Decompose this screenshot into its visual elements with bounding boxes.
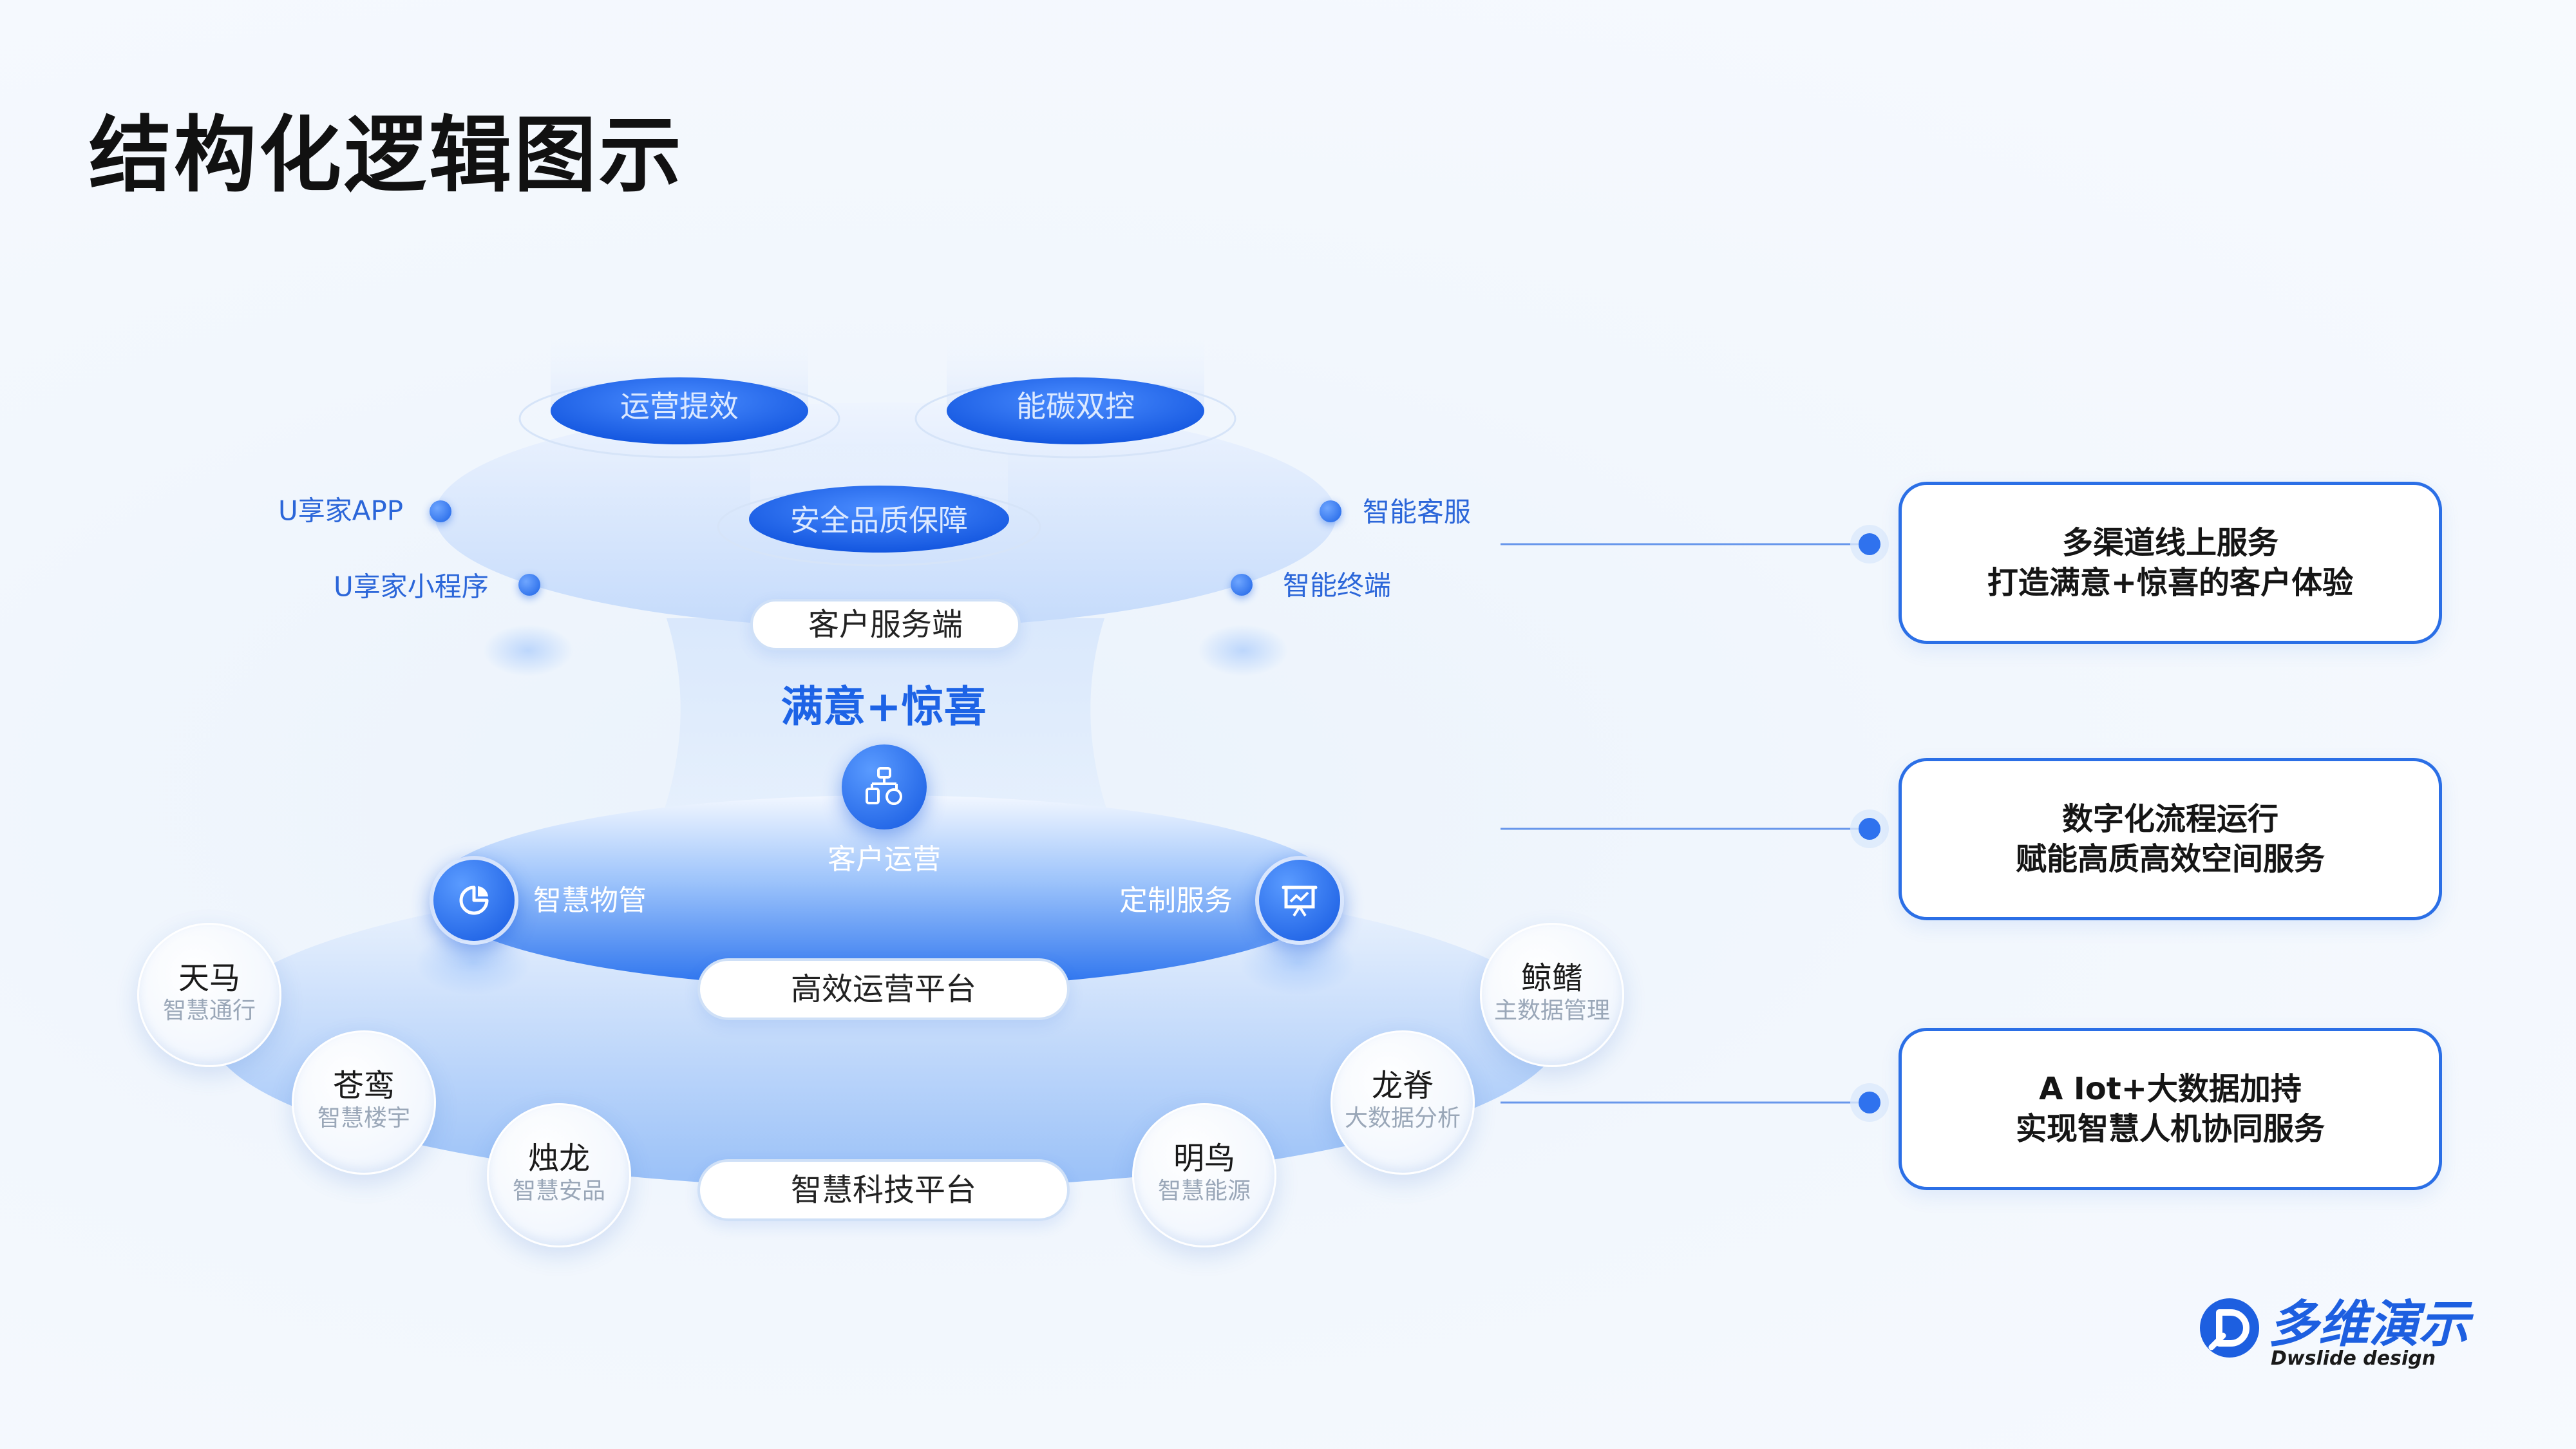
- system-bubble-canglu: 苍鸾 智慧楼宇: [292, 1030, 436, 1175]
- customer-service-bar: 客户服务端: [750, 599, 1021, 650]
- card-line: 实现智慧人机协同服务: [2015, 1111, 2325, 1147]
- ops-platform-bar: 高效运营平台: [697, 958, 1070, 1020]
- dwslide-logo-icon: [2197, 1296, 2262, 1363]
- smart-property-label: 智慧物管: [533, 884, 647, 917]
- logo-sub-text: Dwslide design: [2271, 1347, 2436, 1370]
- info-card-aiot: A Iot+大数据加持 实现智慧人机协同服务: [1899, 1028, 2442, 1190]
- info-card-digital-process: 数字化流程运行 赋能高质高效空间服务: [1899, 758, 2442, 920]
- system-bubble-tianma: 天马 智慧通行: [137, 923, 281, 1067]
- system-bubble-zhulong: 烛龙 智慧安品: [487, 1103, 631, 1247]
- pillar-label-efficiency: 运营提效: [620, 389, 739, 424]
- pillar-label-safety: 安全品质保障: [790, 503, 968, 538]
- channel-dot: [1320, 500, 1341, 522]
- operations-network-icon: [842, 744, 927, 829]
- system-subtitle: 大数据分析: [1344, 1105, 1461, 1132]
- system-name: 明鸟: [1173, 1141, 1235, 1177]
- system-name: 天马: [178, 960, 240, 996]
- card-line: 多渠道线上服务: [2061, 524, 2278, 561]
- system-subtitle: 智慧能源: [1157, 1178, 1251, 1205]
- logo-main-text: 多维演示: [2268, 1296, 2470, 1354]
- system-name: 龙脊: [1371, 1068, 1434, 1104]
- page-title: 结构化逻辑图示: [89, 108, 685, 204]
- channel-dot: [430, 500, 451, 522]
- pie-chart-icon: [430, 856, 518, 945]
- tech-platform-bar: 智慧科技平台: [697, 1159, 1070, 1221]
- system-name: 鲸鳍: [1520, 960, 1583, 996]
- channel-dot: [518, 574, 540, 596]
- custom-service-label: 定制服务: [1119, 884, 1233, 917]
- card-line: 赋能高质高效空间服务: [2015, 841, 2325, 877]
- center-label: 满意+惊喜: [781, 682, 987, 732]
- channel-u-app: U享家APP: [278, 495, 404, 527]
- channel-dot: [1231, 574, 1253, 596]
- presentation-board-icon: [1255, 856, 1344, 945]
- logo-subtitle: Dwslide design: [2271, 1347, 2436, 1370]
- channel-smart-service: 智能客服: [1363, 496, 1472, 528]
- customer-operations-label: 客户运营: [828, 843, 941, 876]
- system-subtitle: 智慧楼宇: [317, 1105, 410, 1132]
- system-bubble-mingniao: 明鸟 智慧能源: [1132, 1103, 1276, 1247]
- channel-smart-terminal: 智能终端: [1283, 569, 1392, 601]
- info-card-online-service: 多渠道线上服务 打造满意+惊喜的客户体验: [1899, 482, 2442, 644]
- card-line: A Iot+大数据加持: [2039, 1070, 2302, 1107]
- system-bubble-longji: 龙脊 大数据分析: [1331, 1030, 1475, 1175]
- system-subtitle: 主数据管理: [1493, 998, 1610, 1025]
- system-bubble-jingqi: 鲸鳍 主数据管理: [1480, 923, 1624, 1067]
- channel-u-miniprogram: U享家小程序: [334, 571, 489, 603]
- logo-wordmark: 多维演示: [2268, 1300, 2469, 1350]
- system-subtitle: 智慧安品: [512, 1178, 605, 1205]
- card-line: 打造满意+惊喜的客户体验: [1987, 565, 2354, 601]
- card-line: 数字化流程运行: [2061, 800, 2278, 837]
- system-name: 烛龙: [527, 1141, 590, 1177]
- system-subtitle: 智慧通行: [162, 998, 256, 1025]
- system-name: 苍鸾: [332, 1068, 395, 1104]
- pillar-label-carbon: 能碳双控: [1016, 389, 1135, 424]
